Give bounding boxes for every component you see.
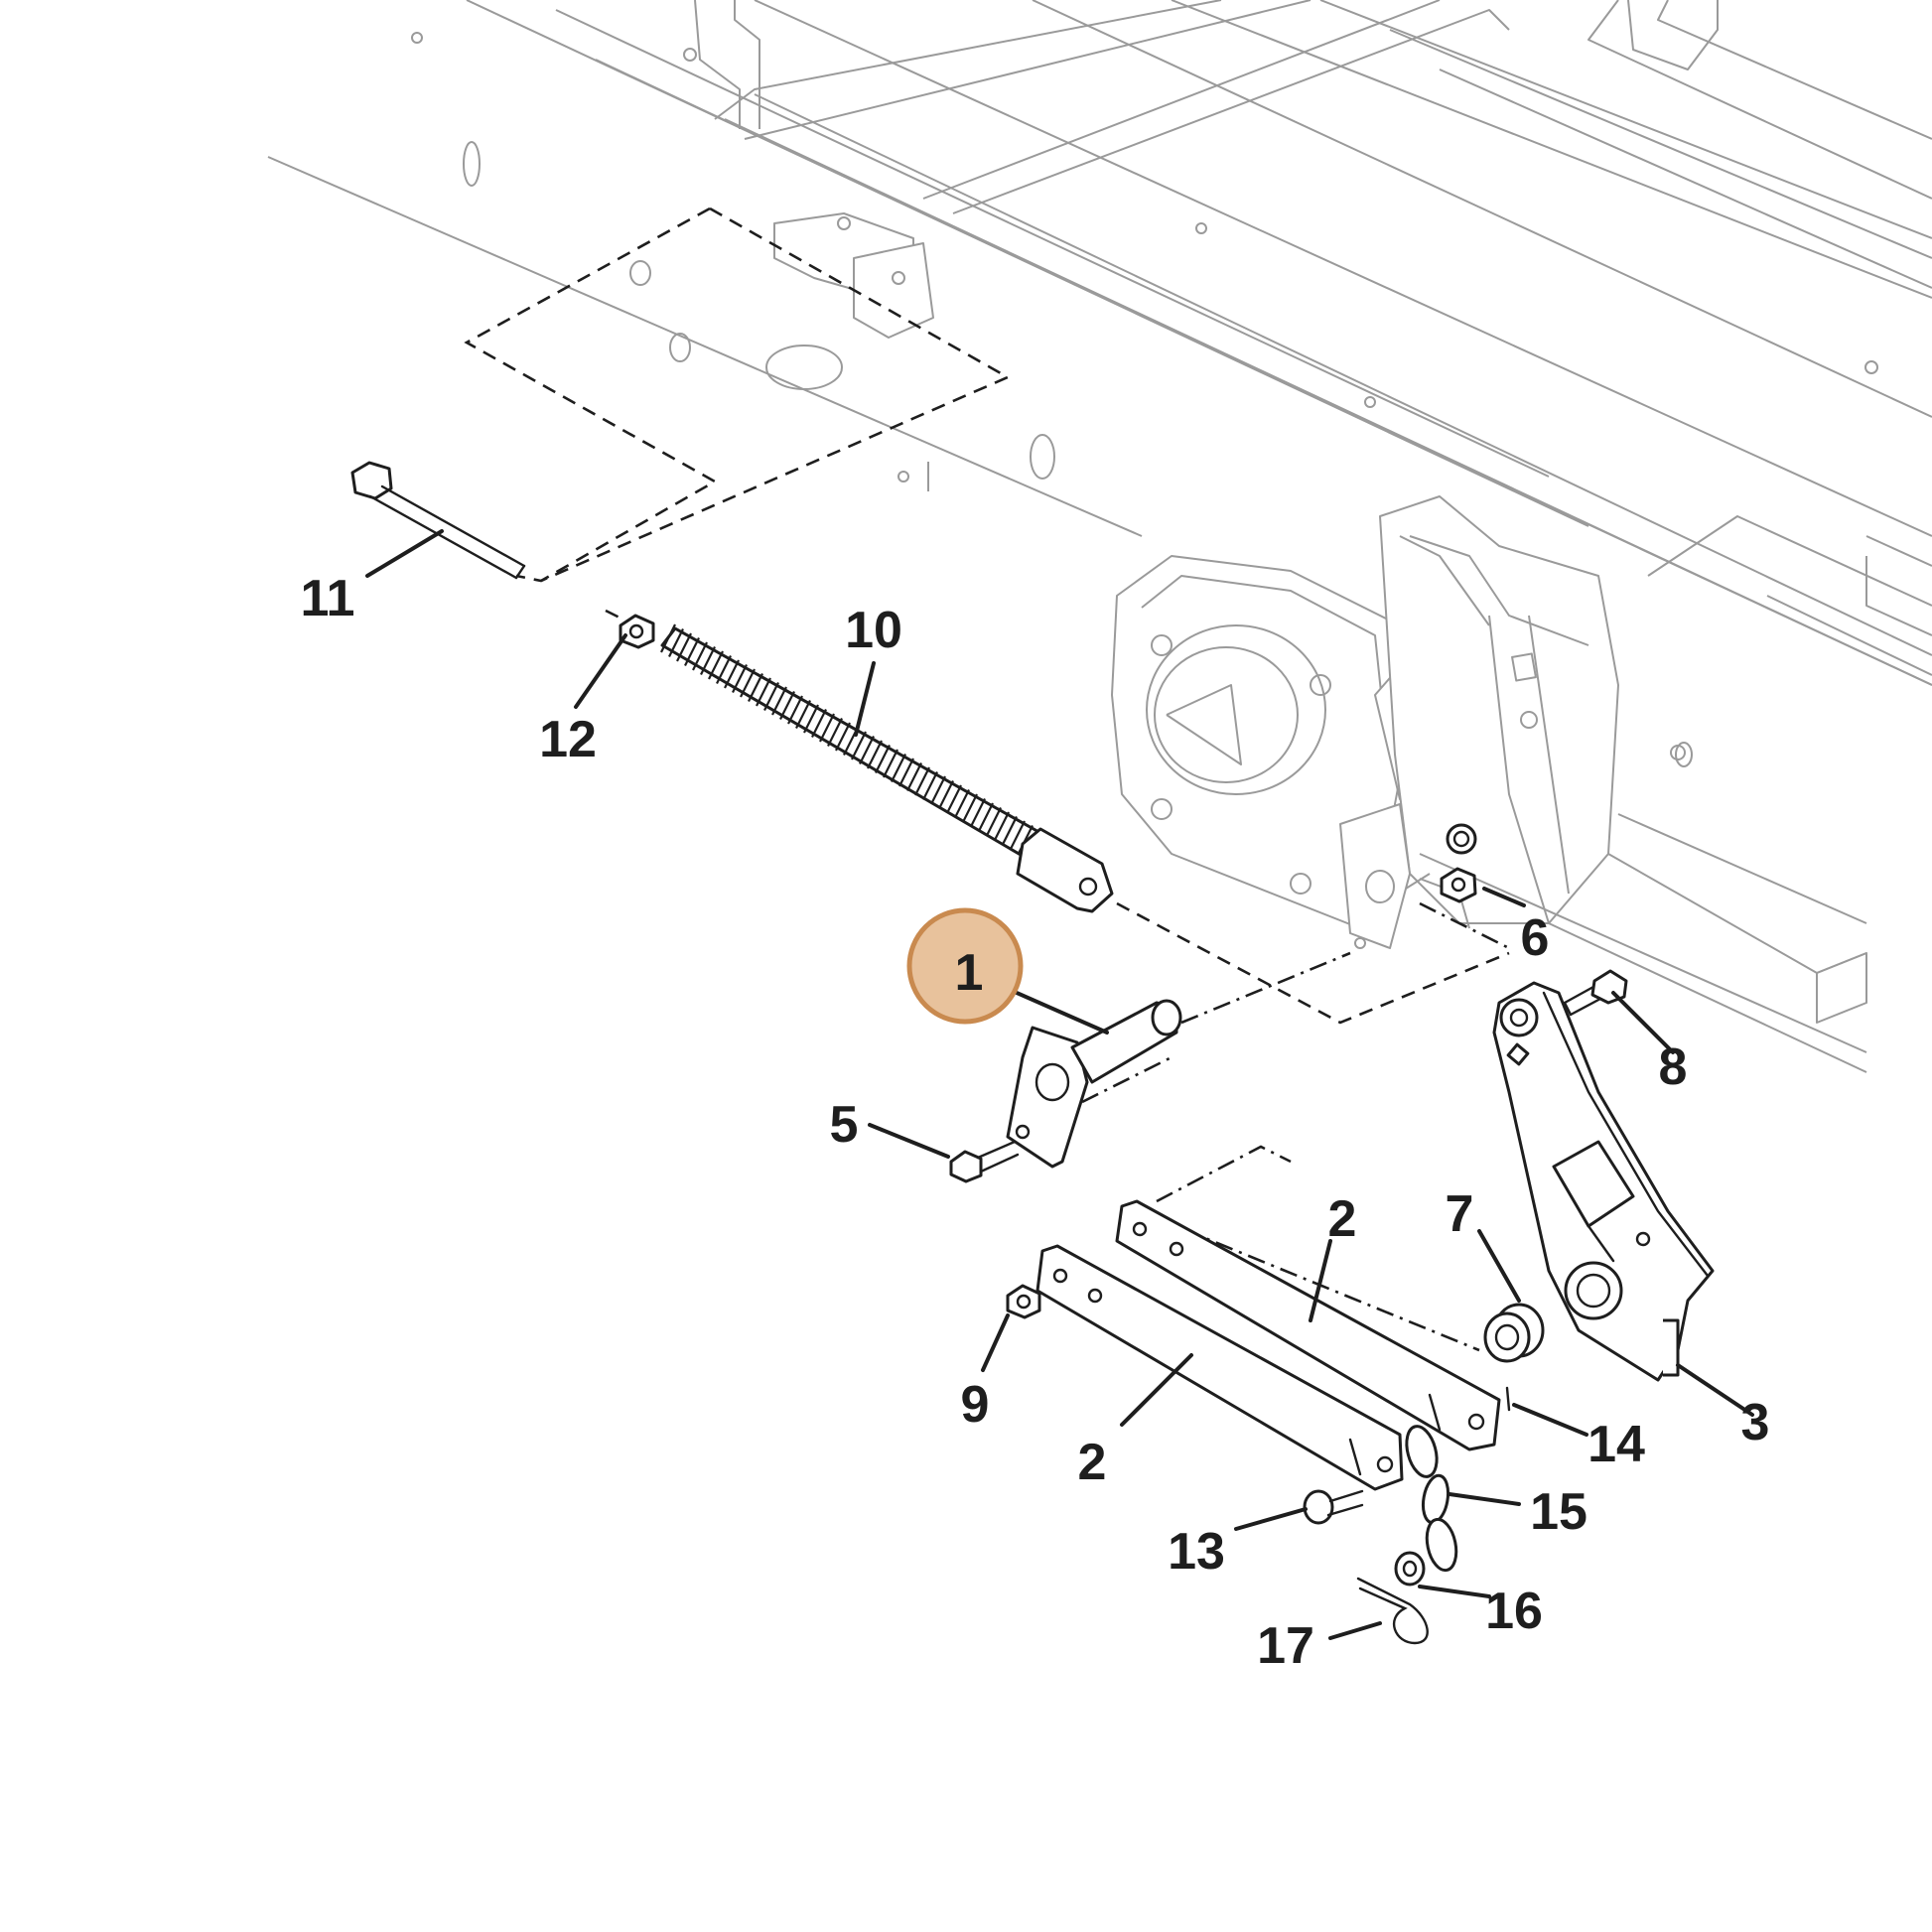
spring-coil [668, 628, 684, 657]
callout-1[interactable]: 1 [955, 944, 984, 1002]
spring-coil [922, 771, 938, 800]
leader-lines [365, 529, 1754, 1640]
spring-coil [787, 695, 803, 725]
callout-11[interactable]: 11 [301, 570, 355, 627]
callout-5[interactable]: 5 [830, 1096, 859, 1154]
callout-8[interactable]: 8 [1659, 1038, 1688, 1096]
spring-coil [898, 758, 914, 787]
spring-coil [732, 664, 748, 693]
part-12-nut [619, 614, 655, 649]
spring-to-tab-line [1116, 901, 1510, 1025]
spring-coil [692, 641, 708, 671]
part-9-nut [1006, 1284, 1041, 1319]
spring-coil [986, 807, 1002, 836]
callout-13[interactable]: 13 [1168, 1523, 1225, 1581]
part-8-bolt [1563, 969, 1628, 1017]
spring-coil [994, 811, 1010, 841]
spring-coil [660, 623, 676, 653]
spring-coil [867, 740, 883, 769]
spring-coil [676, 632, 692, 662]
callout-2-upper[interactable]: 2 [1328, 1190, 1357, 1248]
highlight-circle [906, 907, 1024, 1025]
nut-to-arm-line [1419, 901, 1510, 950]
part-5-bolt [949, 1140, 1020, 1183]
spring-coil [700, 646, 716, 675]
spring-coil [811, 709, 827, 738]
spring-coil [891, 754, 906, 782]
spring-coil [724, 659, 740, 689]
frame-tab [1339, 803, 1411, 949]
callout-16[interactable]: 16 [1485, 1583, 1543, 1640]
spring-coil [962, 793, 978, 823]
spring-coil [819, 713, 835, 743]
spring-coil [851, 731, 867, 760]
callout-7[interactable]: 7 [1446, 1185, 1474, 1243]
spring-coil [835, 722, 851, 752]
arm-to-link-line [1156, 1145, 1292, 1203]
link-to-bushing-line [1151, 1214, 1480, 1352]
callout-6[interactable]: 6 [1521, 909, 1550, 967]
part-3-lift-arm [1492, 981, 1715, 1382]
spring-coil [970, 798, 986, 827]
pin-to-tab-line [1180, 951, 1351, 1025]
spring-coil [978, 802, 994, 832]
part-10-spring [660, 623, 1114, 913]
spring-coil [946, 784, 962, 814]
part-16-washer [1394, 1551, 1426, 1587]
callout-10[interactable]: 10 [845, 602, 902, 659]
spring-coil [763, 682, 779, 711]
part-1-pivot-bracket [1006, 999, 1182, 1169]
spring-coil [803, 704, 819, 734]
spring-coil [914, 766, 930, 796]
part-15-chain [1405, 1425, 1458, 1573]
spring-coil [684, 637, 700, 666]
callout-12[interactable]: 12 [539, 711, 597, 768]
part-2-link-lower [1035, 1244, 1404, 1491]
spring-coil [827, 718, 843, 747]
spring-coil [708, 650, 724, 680]
callout-9[interactable]: 9 [961, 1376, 990, 1434]
spring-coil [771, 686, 787, 716]
spring-coil [1002, 816, 1018, 845]
spring-coil [875, 745, 891, 773]
part-13-clevis-pin [1303, 1489, 1364, 1525]
part-6-nut [1440, 823, 1477, 903]
spring-coil [740, 668, 756, 698]
spring-coil [779, 691, 795, 720]
spring-coil [1010, 820, 1026, 850]
callout-17[interactable]: 17 [1257, 1617, 1314, 1675]
spring-coil [906, 762, 922, 791]
mower-frame-background [267, 0, 1932, 1073]
spring-coil [930, 775, 946, 805]
bracket-guide-line [1081, 1055, 1173, 1104]
spring-coil [795, 700, 811, 729]
part-11-bolt [350, 461, 526, 580]
part-14-pin [1505, 1386, 1511, 1412]
callout-15[interactable]: 15 [1530, 1483, 1587, 1541]
spring-coil [748, 673, 763, 702]
callout-14[interactable]: 14 [1587, 1416, 1645, 1473]
spring-coil [756, 677, 771, 707]
spring-coil [716, 655, 732, 684]
part-17-hairpin [1356, 1577, 1429, 1645]
callout-2-lower[interactable]: 2 [1078, 1434, 1107, 1491]
spring-coil [938, 780, 954, 809]
part-2-link-upper [1115, 1199, 1501, 1451]
callout-3[interactable]: 3 [1741, 1394, 1770, 1451]
callout-labels: 1 2 2 3 5 6 7 8 9 10 11 12 13 14 15 16 1… [301, 570, 1770, 1675]
spring-coil [954, 789, 970, 818]
spring-coil [859, 736, 875, 764]
part-7-bushing [1483, 1303, 1545, 1363]
spring-coil [883, 749, 898, 778]
